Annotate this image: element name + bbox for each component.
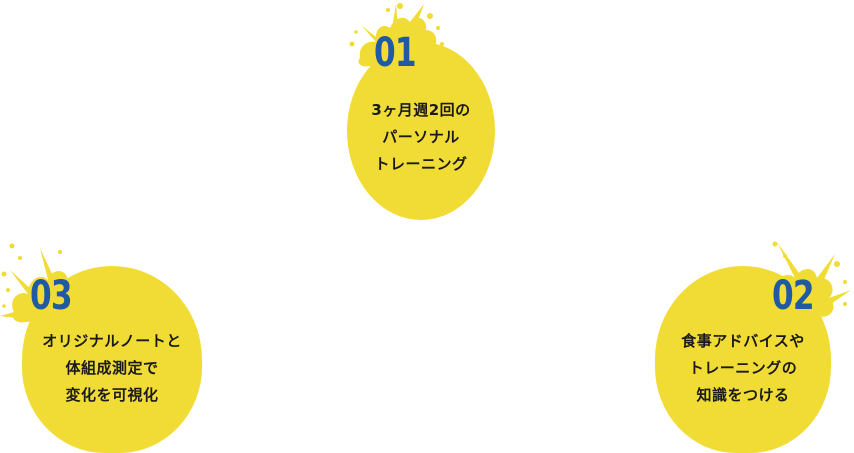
feature-label-line: 知識をつける bbox=[696, 386, 790, 404]
feature-circle: 3ヶ月週2回の パーソナル トレーニング bbox=[347, 42, 495, 220]
feature-number: 03 bbox=[30, 273, 73, 319]
feature-item-02: 食事アドバイスや トレーニングの 知識をつける 02 bbox=[655, 230, 854, 453]
feature-number: 02 bbox=[772, 273, 815, 319]
feature-label-line: 3ヶ月週2回の bbox=[371, 100, 471, 119]
feature-label-line: 食事アドバイスや bbox=[681, 332, 805, 350]
feature-circle: 食事アドバイスや トレーニングの 知識をつける bbox=[655, 266, 831, 453]
feature-item-01: 3ヶ月週2回の パーソナル トレーニング 01 bbox=[330, 0, 510, 225]
feature-label-line: 体組成測定で bbox=[65, 359, 159, 377]
feature-label-line: トレーニング bbox=[374, 154, 468, 173]
feature-label: 食事アドバイスや トレーニングの 知識をつける bbox=[681, 328, 805, 409]
feature-label: 3ヶ月週2回の パーソナル トレーニング bbox=[371, 97, 470, 178]
feature-circle: オリジナルノートと 体組成測定で 変化を可視化 bbox=[22, 266, 202, 453]
feature-label-line: トレーニングの bbox=[688, 359, 798, 377]
feature-label-line: 変化を可視化 bbox=[65, 386, 159, 404]
feature-number: 01 bbox=[374, 30, 417, 76]
feature-label: オリジナルノートと 体組成測定で 変化を可視化 bbox=[42, 328, 182, 409]
feature-item-03: オリジナルノートと 体組成測定で 変化を可視化 03 bbox=[0, 230, 210, 453]
feature-label-line: パーソナル bbox=[382, 127, 460, 146]
feature-label-line: オリジナルノートと bbox=[42, 332, 182, 350]
